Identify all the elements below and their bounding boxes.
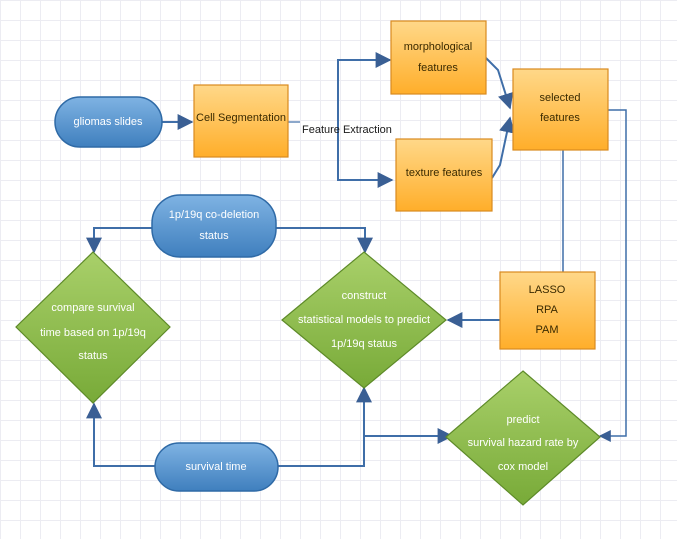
lasso-label: LASSO	[529, 284, 566, 296]
edge-survival-to-compare	[86, 402, 155, 467]
node-lasso-rpa-pam: LASSO RPA PAM	[499, 271, 596, 350]
pam-label: PAM	[535, 324, 558, 336]
selected-label-line2: features	[540, 112, 580, 124]
edge-selected-to-hazard	[598, 109, 627, 442]
predict-label-line1: predict	[506, 414, 539, 426]
node-cell-segmentation: Cell Segmentation	[193, 84, 289, 158]
node-codeletion-status: 1p/19q co-deletion status	[151, 194, 277, 258]
gliomas-slides-label: gliomas slides	[73, 116, 143, 128]
compare-label-line2: time based on 1p/19q	[40, 327, 146, 339]
feature-extraction-label: Feature Extraction	[302, 124, 392, 136]
cell-segmentation-label: Cell Segmentation	[196, 112, 286, 124]
edge-morphological-to-selected	[485, 57, 514, 110]
edge-split-to-texture	[337, 130, 394, 188]
compare-label-line1: compare survival	[51, 302, 134, 314]
node-compare-survival: compare survival time based on 1p/19q st…	[15, 251, 171, 404]
edge-split-to-morphological	[337, 52, 392, 130]
predict-label-line2: survival hazard rate by	[468, 437, 579, 449]
node-construct-models: construct statistical models to predict …	[281, 251, 447, 389]
morphological-label-line1: morphological	[404, 41, 472, 53]
node-selected-features: selected features	[512, 68, 609, 151]
selected-label-line1: selected	[540, 92, 581, 104]
texture-features-label: texture features	[406, 167, 483, 179]
morphological-label-line2: features	[418, 62, 458, 74]
connectors	[86, 52, 627, 467]
compare-label-line3: status	[78, 350, 108, 362]
edge-codeletion-to-compare	[86, 227, 152, 254]
edge-codeletion-to-construct	[276, 227, 373, 254]
node-texture-features: texture features	[395, 138, 493, 212]
node-survival-time: survival time	[154, 442, 279, 492]
edge-texture-to-selected	[491, 116, 515, 179]
codeletion-label-line1: 1p/19q co-deletion	[169, 209, 260, 221]
construct-label-line1: construct	[342, 290, 387, 302]
edge-survival-to-construct	[278, 386, 372, 467]
rpa-label: RPA	[536, 304, 558, 316]
node-gliomas-slides: gliomas slides	[54, 96, 163, 148]
survival-time-label: survival time	[185, 461, 246, 473]
construct-label-line3: 1p/19q status	[331, 338, 398, 350]
predict-label-line3: cox model	[498, 461, 548, 473]
node-morphological-features: morphological features	[390, 20, 487, 95]
construct-label-line2: statistical models to predict	[298, 314, 430, 326]
codeletion-label-line2: status	[199, 230, 229, 242]
node-predict-hazard: predict survival hazard rate by cox mode…	[445, 370, 601, 506]
